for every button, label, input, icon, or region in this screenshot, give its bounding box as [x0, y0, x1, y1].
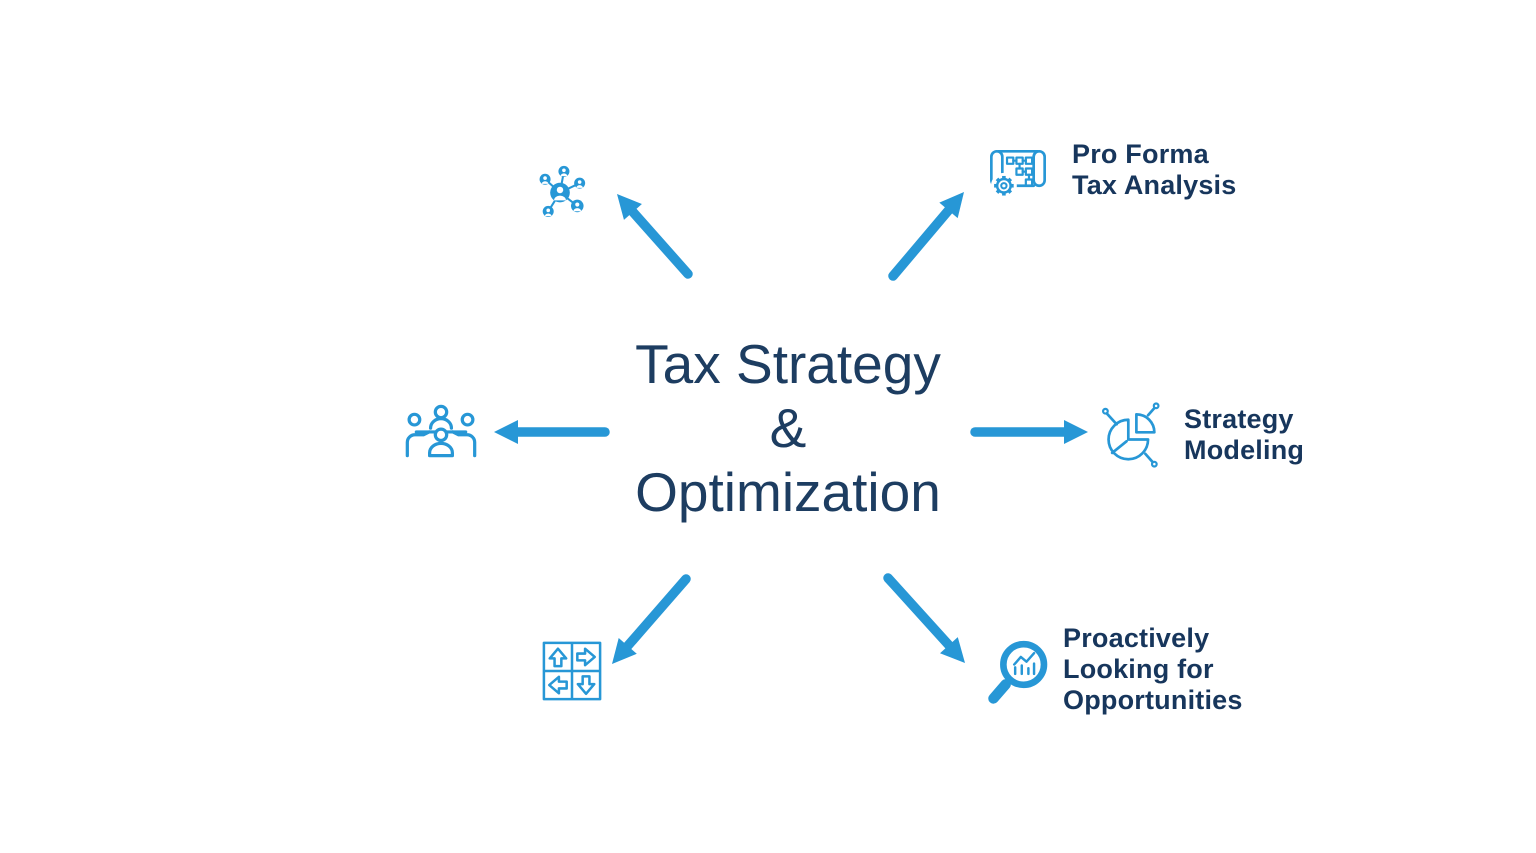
item-label: Strategy Modeling — [1184, 404, 1304, 466]
item-label: Proactively Looking for Opportunities — [1063, 623, 1243, 716]
network-people-icon — [539, 165, 586, 217]
label-line: Tax Analysis — [1072, 170, 1237, 200]
arrow-coordination — [612, 574, 691, 664]
title-line-1: Tax Strategy — [635, 333, 941, 395]
label-line: Pro Forma — [1072, 139, 1209, 169]
meeting-table-icon — [405, 404, 477, 458]
title-line-3: Optimization — [635, 461, 941, 523]
center-title: Tax Strategy & Optimization — [538, 332, 1038, 524]
arrow-pro-forma — [888, 192, 964, 281]
label-line: Strategy — [1184, 404, 1294, 434]
label-line: Modeling — [1184, 435, 1305, 465]
puzzle-arrows-icon — [542, 641, 602, 701]
blueprint-gear-icon — [990, 149, 1046, 199]
arrow-collaborating — [617, 194, 693, 279]
title-line-2: & — [769, 397, 807, 459]
label-line: Proactively — [1063, 623, 1210, 653]
item-label: Pro Forma Tax Analysis — [1072, 139, 1236, 201]
label-line: Opportunities — [1063, 685, 1243, 715]
arrow-opportunities — [883, 573, 965, 663]
magnifier-chart-icon — [988, 640, 1048, 704]
label-line: Looking for — [1063, 654, 1214, 684]
pie-chart-circuit-icon — [1102, 402, 1160, 468]
